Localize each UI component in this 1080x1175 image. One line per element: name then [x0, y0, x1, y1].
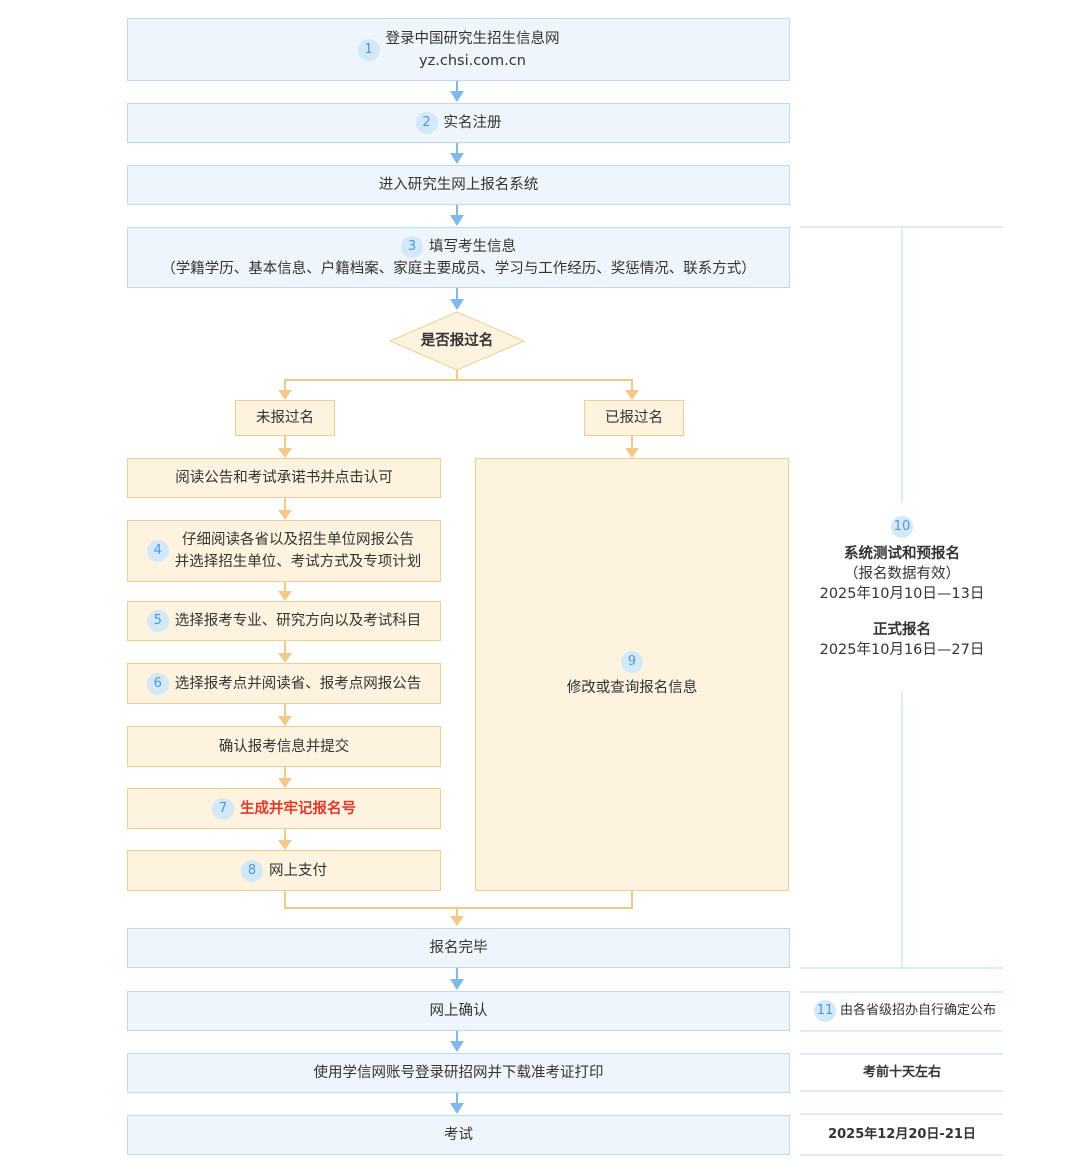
step-realname-label: 实名注册 [443, 115, 502, 131]
exam-box: 考试 [127, 1115, 790, 1155]
blue-arrows [450, 81, 464, 1114]
step-number-badge: 2 [415, 112, 438, 134]
registered-box: 已报过名 [584, 400, 684, 436]
side-bracket [800, 226, 1003, 1156]
decision-label: 是否报过名 [400, 330, 514, 352]
step-modify-query-label: 修改或查询报名信息 [566, 679, 698, 696]
download-admit-label: 使用学信网账号登录研招网并下载准考证打印 [313, 1065, 604, 1081]
step-login-box: 1 登录中国研究生招生信息网 yz.chsi.com.cn [127, 18, 790, 81]
exam-label: 考试 [444, 1127, 473, 1143]
online-confirm-label: 网上确认 [429, 1003, 488, 1019]
admit-time-note: 考前十天左右 [805, 1060, 999, 1086]
step-generate-number-box: 7 生成并牢记报名号 [127, 788, 441, 829]
step-number-badge: 3 [401, 235, 423, 258]
step-number-badge: 7 [212, 797, 234, 820]
step-number-badge: 5 [146, 610, 169, 632]
formal-registration-title: 正式报名 [873, 622, 931, 638]
step-select-major-label: 选择报考专业、研究方向以及考试科目 [174, 613, 422, 629]
pre-registration-note: （报名数据有效） [844, 566, 960, 582]
step-number-badge: 1 [357, 38, 380, 61]
step-generate-number-label: 生成并牢记报名号 [240, 800, 356, 817]
enter-system-box: 进入研究生网上报名系统 [127, 165, 790, 205]
step-pay-box: 8 网上支付 [127, 850, 441, 891]
exam-date-label: 2025年12月20日-21日 [828, 1127, 976, 1142]
not-registered-label: 未报过名 [256, 410, 314, 426]
step-pay-label: 网上支付 [269, 862, 327, 879]
pre-registration-date: 2025年10月10日—13日 [819, 586, 985, 602]
confirm-submit-label: 确认报考信息并提交 [218, 738, 350, 755]
step-fill-info-box: 3 填写考生信息 （学籍学历、基本信息、户籍档案、家庭主要成员、学习与工作经历、… [127, 227, 790, 288]
decision-text: 是否报过名 [420, 333, 494, 349]
step-select-unit-line2: 并选择招生单位、考试方式及专项计划 [174, 554, 422, 570]
step-select-major-box: 5 选择报考专业、研究方向以及考试科目 [127, 601, 441, 641]
step-number-badge: 8 [241, 859, 263, 882]
step-number-badge: 6 [146, 672, 169, 695]
step-login-url: yz.chsi.com.cn [419, 52, 526, 69]
admit-time-label: 考前十天左右 [862, 1065, 941, 1080]
online-confirm-box: 网上确认 [127, 991, 790, 1031]
step-fill-info-label: 填写考生信息 [429, 238, 516, 255]
step-select-site-box: 6 选择报考点并阅读省、报考点网报公告 [127, 663, 441, 704]
step-login-label: 登录中国研究生招生信息网 [385, 30, 560, 47]
step-select-unit-box: 4 仔细阅读各省以及招生单位网报公告 并选择招生单位、考试方式及专项计划 [127, 520, 441, 582]
not-registered-box: 未报过名 [235, 400, 335, 436]
confirm-submit-box: 确认报考信息并提交 [127, 726, 441, 767]
read-notice-box: 阅读公告和考试承诺书并点击认可 [127, 458, 441, 498]
yellow-arrows [278, 370, 639, 926]
step-number-badge: 11 [813, 1000, 836, 1022]
registration-period-note: 10 系统测试和预报名 （报名数据有效） 2025年10月10日—13日 正式报… [805, 516, 999, 660]
complete-label: 报名完毕 [429, 940, 488, 956]
complete-box: 报名完毕 [127, 928, 790, 968]
step-fill-info-detail: （学籍学历、基本信息、户籍档案、家庭主要成员、学习与工作经历、奖惩情况、联系方式… [161, 260, 756, 277]
formal-registration-date: 2025年10月16日—27日 [819, 642, 985, 658]
enter-system-label: 进入研究生网上报名系统 [378, 177, 539, 193]
step-select-site-label: 选择报考点并阅读省、报考点网报公告 [174, 675, 422, 692]
read-notice-label: 阅读公告和考试承诺书并点击认可 [175, 470, 393, 486]
step-number-badge: 10 [891, 516, 913, 538]
decision-diamond [388, 311, 526, 371]
step-select-unit-line1: 仔细阅读各省以及招生单位网报公告 [182, 532, 414, 548]
step-number-badge: 4 [146, 540, 169, 562]
exam-date-note: 2025年12月20日-21日 [805, 1122, 999, 1148]
pre-registration-title: 系统测试和预报名 [844, 546, 960, 562]
download-admit-box: 使用学信网账号登录研招网并下载准考证打印 [127, 1053, 790, 1093]
online-confirm-note-label: 由各省级招办自行确定公布 [839, 1003, 996, 1018]
step-realname-box: 2 实名注册 [127, 103, 790, 143]
step-modify-query-box: 9 修改或查询报名信息 [475, 458, 789, 891]
online-confirm-note: 11 由各省级招办自行确定公布 [805, 997, 1005, 1025]
step-number-badge: 9 [621, 650, 643, 673]
registered-label: 已报过名 [605, 410, 663, 426]
